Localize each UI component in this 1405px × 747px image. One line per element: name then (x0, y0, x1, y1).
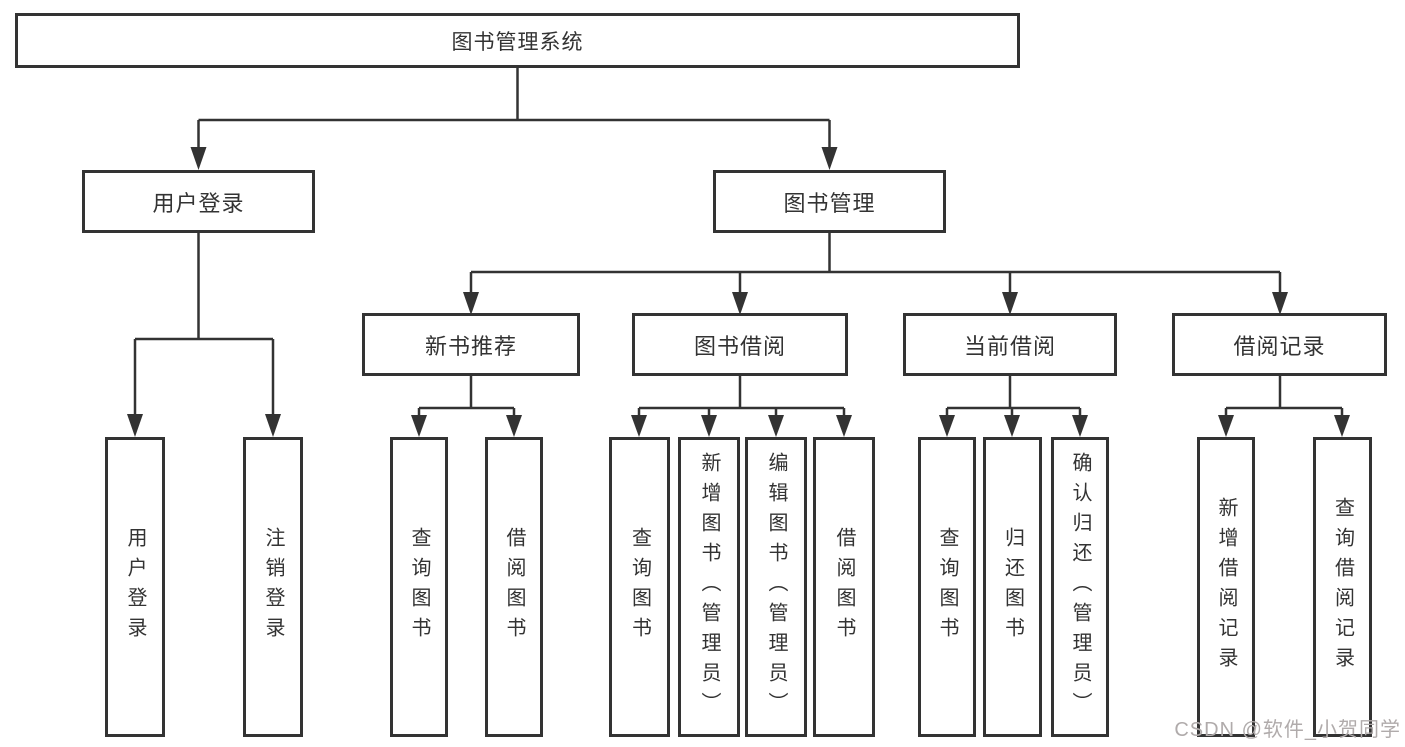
leaf-user-login: 用户登录 (105, 437, 165, 737)
leaf-edit-book-admin: 编辑图书（管理员） (745, 437, 807, 737)
leaf-query-books-1-label: 查询图书 (408, 527, 430, 647)
leaf-query-borrow-record-label: 查询借阅记录 (1331, 497, 1354, 677)
leaf-borrow-books-1-label: 借阅图书 (503, 527, 525, 647)
leaf-borrow-books-2-label: 借阅图书 (833, 527, 855, 647)
leaf-query-borrow-record: 查询借阅记录 (1313, 437, 1372, 737)
leaf-query-books-3: 查询图书 (918, 437, 976, 737)
leaf-add-borrow-record-label: 新增借阅记录 (1215, 497, 1237, 677)
arrowhead-user-login (190, 147, 207, 170)
leaf-logout-label: 注销登录 (262, 527, 284, 647)
leaf-user-login-label: 用户登录 (124, 527, 146, 647)
leaf-query-books-3-label: 查询图书 (936, 527, 958, 647)
connector-new-book-recommend-children (417, 376, 516, 416)
leaf-edit-book-admin-label: 编辑图书（管理员） (765, 452, 787, 722)
leaf-add-book-admin-label: 新增图书（管理员） (698, 452, 720, 722)
node-book-management-label: 图书管理 (783, 190, 876, 216)
connector-root-to-level2 (197, 68, 831, 148)
arrowhead-new-book-recommend (463, 292, 479, 315)
node-new-book-recommend: 新书推荐 (362, 313, 580, 376)
leaf-add-book-admin: 新增图书（管理员） (678, 437, 740, 737)
arrowhead-add-borrow-record (1218, 415, 1234, 437)
node-book-borrow: 图书借阅 (632, 313, 848, 376)
arrowhead-return-books (1004, 415, 1020, 437)
connector-book-management-children (469, 233, 1282, 293)
arrowhead-book-management (821, 147, 838, 170)
leaf-logout: 注销登录 (243, 437, 303, 737)
node-current-borrow: 当前借阅 (903, 313, 1117, 376)
node-user-login: 用户登录 (82, 170, 315, 233)
leaf-borrow-books-1: 借阅图书 (485, 437, 543, 737)
arrowhead-confirm-return (1072, 415, 1088, 437)
arrowhead-leaf-logout (265, 414, 281, 437)
arrowhead-query-borrow-record (1334, 415, 1350, 437)
arrowhead-borrow-books-1 (506, 415, 522, 437)
leaf-return-books-label: 归还图书 (1001, 527, 1024, 647)
leaf-return-books: 归还图书 (983, 437, 1042, 737)
leaf-borrow-books-2: 借阅图书 (813, 437, 875, 737)
connector-current-borrow-children (945, 376, 1082, 416)
connector-borrow-records-children (1224, 376, 1344, 416)
node-library-system-label: 图书管理系统 (451, 30, 584, 54)
leaf-query-books-1: 查询图书 (390, 437, 448, 737)
arrowhead-leaf-user-login (127, 414, 143, 437)
node-library-system: 图书管理系统 (15, 13, 1020, 68)
leaf-add-borrow-record: 新增借阅记录 (1197, 437, 1255, 737)
arrowhead-current-borrow (1002, 292, 1018, 315)
arrowhead-book-borrow (732, 292, 748, 315)
leaf-confirm-return-admin: 确认归还（管理员） (1051, 437, 1109, 737)
node-borrow-records: 借阅记录 (1172, 313, 1387, 376)
node-book-management: 图书管理 (713, 170, 946, 233)
node-borrow-records-label: 借阅记录 (1233, 333, 1326, 359)
leaf-query-books-2-label: 查询图书 (628, 527, 651, 647)
leaf-confirm-return-admin-label: 确认归还（管理员） (1069, 452, 1091, 722)
node-user-login-label: 用户登录 (152, 190, 245, 216)
connector-book-borrow-children (637, 376, 846, 416)
arrowhead-borrow-books-2 (836, 415, 852, 437)
csdn-watermark: CSDN @软件_小贺同学 (1174, 719, 1401, 741)
node-current-borrow-label: 当前借阅 (963, 333, 1056, 359)
connector-user-login-children (133, 233, 275, 415)
arrowhead-edit-book (768, 415, 784, 437)
arrowhead-add-book (701, 415, 717, 437)
arrowhead-query-books-2 (631, 415, 647, 437)
node-new-book-recommend-label: 新书推荐 (424, 333, 517, 359)
arrowhead-query-books-3 (939, 415, 955, 437)
arrowhead-borrow-records (1272, 292, 1288, 315)
arrowhead-query-books-1 (411, 415, 427, 437)
node-book-borrow-label: 图书借阅 (693, 333, 786, 359)
leaf-query-books-2: 查询图书 (609, 437, 670, 737)
